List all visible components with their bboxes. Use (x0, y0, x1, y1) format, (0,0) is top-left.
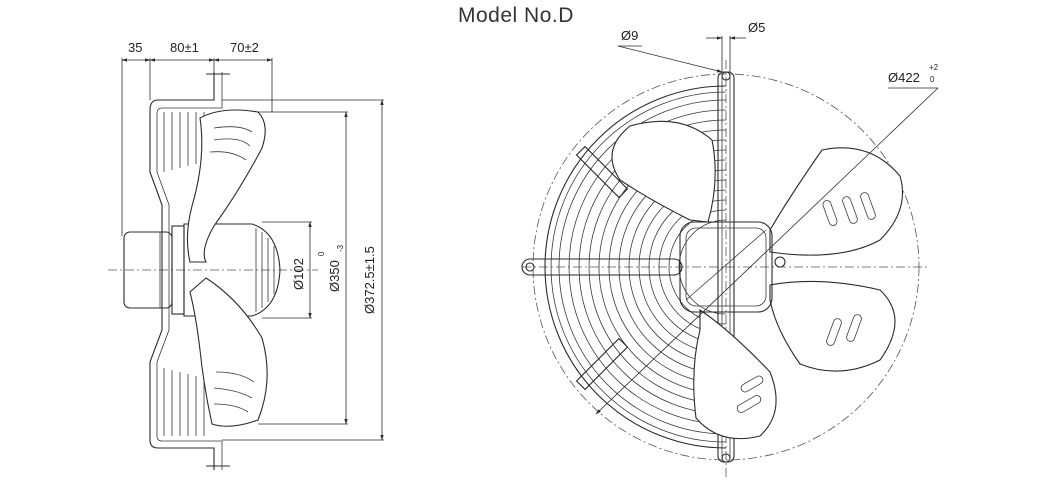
dim-d350-tol-lower: -3 (336, 244, 345, 252)
dim-d372-label: Ø372.5±1.5 (362, 246, 377, 314)
dim-d350-label: Ø350 (327, 260, 342, 292)
mounting-hole-left (525, 262, 535, 272)
side-blade-lower (189, 277, 268, 427)
front-blade-4 (611, 120, 716, 223)
front-blade-1 (769, 147, 904, 256)
front-blade-3 (693, 308, 777, 440)
mounting-bar-horizontal (521, 258, 683, 276)
d9-leader (617, 45, 723, 73)
dim-d422-tol-upper: +2 (929, 63, 939, 72)
dim-d9-label: Ø9 (621, 28, 638, 43)
dim-d5-label: Ø5 (748, 20, 765, 35)
d422-leader (595, 87, 939, 415)
mounting-hole-top (721, 71, 731, 81)
terminal-box (774, 256, 786, 268)
grille-rim (544, 85, 727, 449)
dim-d422-tol-lower: 0 (930, 75, 935, 84)
blade-slots (736, 192, 876, 413)
dim-35-label: 35 (128, 40, 142, 55)
dim-d102-label: Ø102 (291, 258, 306, 290)
strut-lower-left (575, 337, 629, 391)
side-blade-upper (186, 109, 266, 263)
dim-70-label: 70±2 (230, 40, 259, 55)
dim-80-label: 80±1 (170, 40, 199, 55)
frame-inner (156, 72, 223, 470)
front-blade-2 (769, 280, 896, 372)
strut-upper-left (575, 145, 629, 199)
motor-hub (679, 221, 773, 313)
dim-d422-label: Ø422 (888, 70, 920, 85)
frame-profile (149, 72, 215, 470)
model-title: Model No.D (458, 4, 574, 27)
side-view: 35 80±1 70±2 Ø102 Ø350 0 -3 Ø372.5±1.5 (108, 40, 384, 470)
rotor-hub (183, 223, 281, 317)
dim-d350-tol-upper: 0 (317, 251, 326, 256)
front-view: Ø9 Ø5 Ø422 +2 0 (521, 20, 939, 478)
mounting-hole-bottom (721, 453, 731, 463)
